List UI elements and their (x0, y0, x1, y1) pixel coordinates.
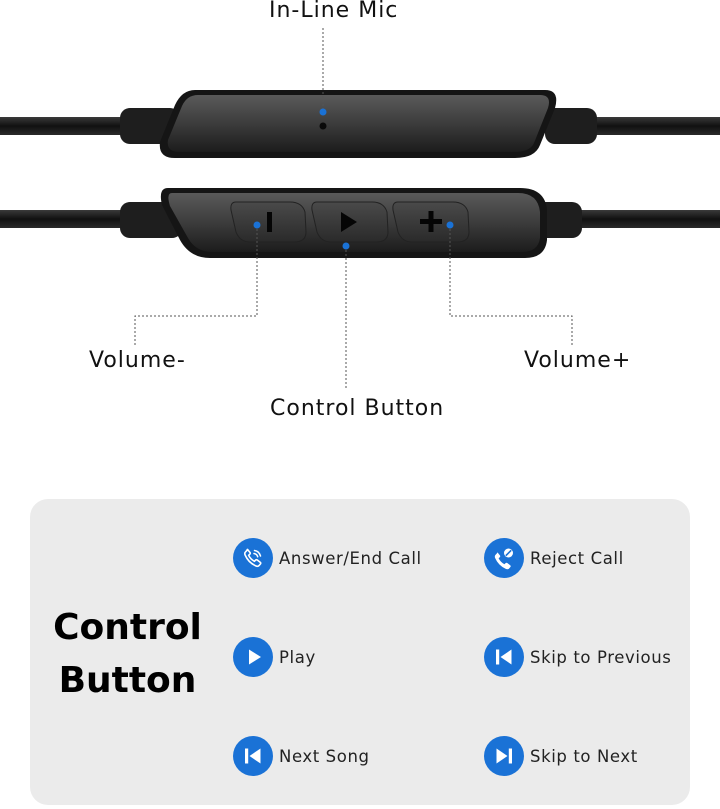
play-symbol (341, 212, 357, 232)
plus-symbol-v (428, 211, 434, 232)
panel-title-line2: Button (58, 660, 197, 701)
cable-left-bottom (0, 210, 130, 228)
dot-control (342, 242, 350, 250)
play-icon (233, 637, 273, 677)
dot-mic (319, 108, 327, 116)
dot-volume-minus (253, 221, 261, 229)
function-label: Play (279, 647, 316, 667)
function-label: Skip to Next (530, 746, 638, 766)
function-label: Next Song (279, 746, 370, 766)
button-unit (0, 188, 720, 258)
function-answer-end-call: Answer/End Call (233, 537, 422, 579)
dot-volume-plus (446, 221, 454, 229)
label-control-button: Control Button (270, 396, 445, 421)
function-reject-call: Reject Call (484, 537, 624, 579)
minus-symbol (267, 212, 272, 232)
function-label: Skip to Previous (530, 647, 672, 667)
mic-face (167, 95, 549, 152)
mic-unit (0, 90, 720, 158)
skip-next-icon (484, 736, 524, 776)
cable-right-top (590, 117, 720, 135)
function-label: Reject Call (530, 548, 624, 568)
function-skip-to-next: Skip to Next (484, 735, 638, 777)
leader-volume-plus (449, 225, 573, 345)
label-volume-plus: Volume+ (524, 348, 632, 373)
control-button-panel: Control Button Answer/End Call Reject Ca… (30, 499, 690, 805)
mic-hole (319, 122, 327, 130)
skip-previous-icon (233, 736, 273, 776)
label-in-line-mic: In-Line Mic (269, 0, 399, 23)
cable-right-bottom (570, 210, 720, 228)
function-label: Answer/End Call (279, 548, 422, 568)
function-next-song: Next Song (233, 735, 370, 777)
phone-block-icon (484, 538, 524, 578)
label-volume-minus: Volume- (89, 348, 186, 373)
function-skip-to-previous: Skip to Previous (484, 636, 671, 678)
function-play: Play (233, 636, 316, 678)
leader-volume-minus (134, 225, 258, 345)
panel-title-line1: Control (53, 607, 202, 648)
strain-relief-right-top (545, 108, 597, 144)
remote-diagram (0, 28, 720, 388)
skip-previous-icon (484, 637, 524, 677)
cable-left-top (0, 117, 130, 135)
phone-ringing-icon (233, 538, 273, 578)
